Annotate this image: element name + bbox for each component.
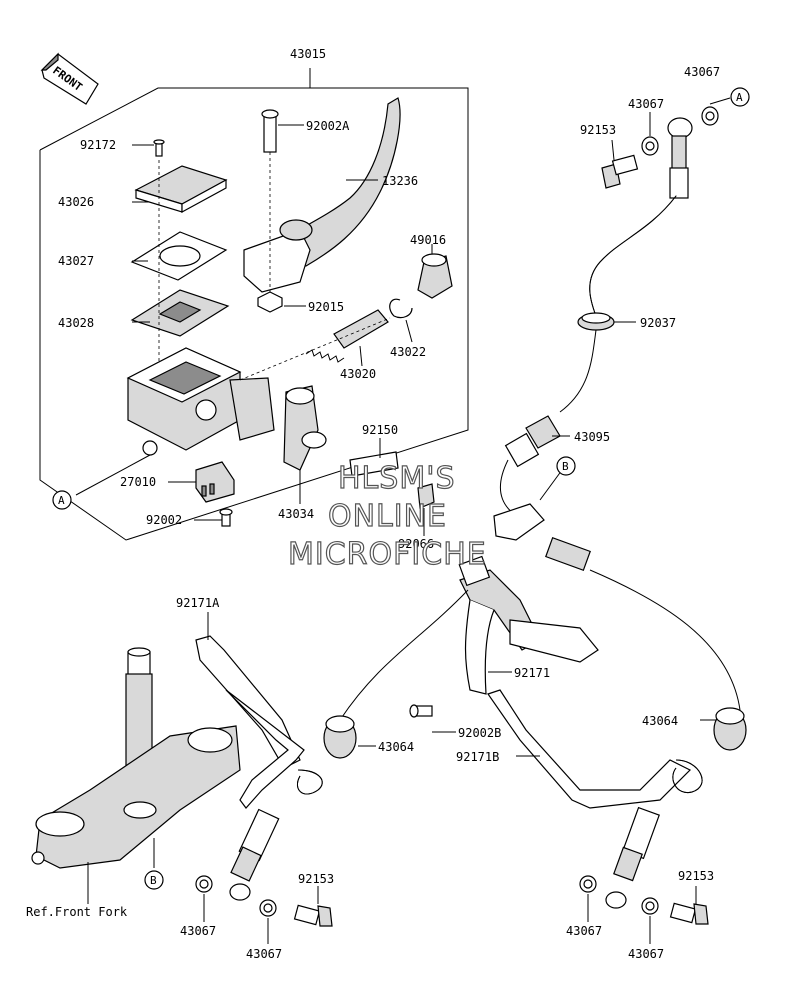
clamp-43034: [283, 385, 327, 471]
piston-kit-43020: [239, 309, 391, 381]
brake-hose-right: [589, 569, 741, 711]
svg-text:A: A: [58, 494, 65, 507]
nut-92015: [257, 291, 283, 313]
watermark-line3: MICROFICHE: [288, 537, 487, 572]
label-43027: 43027: [58, 254, 94, 268]
label-92171B: 92171B: [456, 750, 499, 764]
label-43028: 43028: [58, 316, 94, 330]
watermark-line1: HLSM'S: [338, 461, 456, 496]
label-43064-left: 43064: [378, 740, 414, 754]
pivot-bolt-92002A: [261, 109, 279, 153]
callout-b-right: B: [556, 456, 576, 476]
label-43020: 43020: [340, 367, 376, 381]
hose-sleeve: [458, 536, 591, 587]
assembly-outline: [39, 68, 469, 541]
label-43022: 43022: [390, 345, 426, 359]
label-43026: 43026: [58, 195, 94, 209]
label-49016: 49016: [410, 233, 446, 247]
bolt-92150: [349, 451, 399, 477]
label-92153-top: 92153: [580, 123, 616, 137]
screw-92002B: [409, 704, 433, 718]
label-92153-bottom-left: 92153: [298, 872, 334, 886]
label-92171A: 92171A: [176, 596, 220, 610]
label-13236: 13236: [382, 174, 418, 188]
diaphragm-43028: [130, 289, 230, 337]
switch-27010: [195, 461, 235, 503]
label-43067-top-right: 43067: [684, 65, 720, 79]
label-43095: 43095: [574, 430, 610, 444]
label-43064-right: 43064: [642, 714, 678, 728]
bracket-92171: [459, 503, 599, 695]
brake-hose-left: [339, 589, 469, 721]
bracket-92171B: [487, 689, 703, 809]
label-92002: 92002: [146, 513, 182, 527]
dust-boot-49016: [417, 253, 453, 299]
label-43067-top-mid: 43067: [628, 97, 664, 111]
label-92171: 92171: [514, 666, 550, 680]
label-92172: 92172: [80, 138, 116, 152]
callout-a-left: A: [52, 490, 72, 510]
leader-lines: [75, 97, 731, 944]
front-fork-stem: [31, 647, 241, 869]
lever-13236: [243, 97, 401, 293]
svg-text:B: B: [562, 460, 569, 473]
banjo-bolt-92153-left: [293, 904, 333, 927]
label-43067-bottom-left-1: 43067: [180, 924, 216, 938]
label-27010: 27010: [120, 475, 156, 489]
label-92002B: 92002B: [458, 726, 501, 740]
screw-92172: [153, 139, 165, 157]
brake-hose-upper: [589, 195, 677, 317]
watermark-line2: ONLINE: [328, 499, 447, 534]
cap-92066: [417, 483, 435, 509]
banjo-bolt-92153-right: [669, 902, 709, 925]
label-43015: 43015: [290, 47, 326, 61]
grommet-43064-right: [713, 707, 747, 751]
front-arrow-icon: FRONT: [40, 52, 99, 105]
svg-text:B: B: [150, 874, 157, 887]
watermark: HLSM'S ONLINE MICROFICHE: [287, 460, 487, 572]
reservoir-cap-43026: [134, 165, 228, 214]
label-ref-front-fork: Ref.Front Fork: [26, 905, 128, 919]
screw-92002: [219, 508, 233, 527]
label-43067-bottom-right-2: 43067: [628, 947, 664, 961]
upper-banjo-fitting: [667, 117, 693, 199]
banjo-bolt-92153-top: [601, 154, 639, 189]
callout-b-bottom: B: [144, 870, 164, 890]
label-43034: 43034: [278, 507, 314, 521]
joint-43095: [504, 415, 561, 468]
label-92037: 92037: [640, 316, 676, 330]
lower-left-banjo: [195, 808, 280, 917]
master-cylinder-body: [126, 347, 275, 456]
svg-text:A: A: [736, 91, 743, 104]
label-92015: 92015: [308, 300, 344, 314]
lower-right-banjo: [579, 806, 660, 915]
label-92002A: 92002A: [306, 119, 350, 133]
label-92066: 92066: [398, 537, 434, 551]
label-92153-bottom-right: 92153: [678, 869, 714, 883]
callout-a-top: A: [730, 87, 750, 107]
washer-43067-top-mid: [641, 136, 659, 156]
grommet-43064-left: [323, 715, 357, 759]
label-92150: 92150: [362, 423, 398, 437]
label-43067-bottom-left-2: 43067: [246, 947, 282, 961]
bracket-92171A: [195, 635, 323, 809]
circlip-43022: [389, 298, 413, 319]
hose-clamp-92037: [577, 312, 615, 331]
washer-43067-top-right: [701, 106, 719, 126]
label-43067-bottom-right-1: 43067: [566, 924, 602, 938]
diaphragm-plate-43027: [130, 231, 228, 281]
